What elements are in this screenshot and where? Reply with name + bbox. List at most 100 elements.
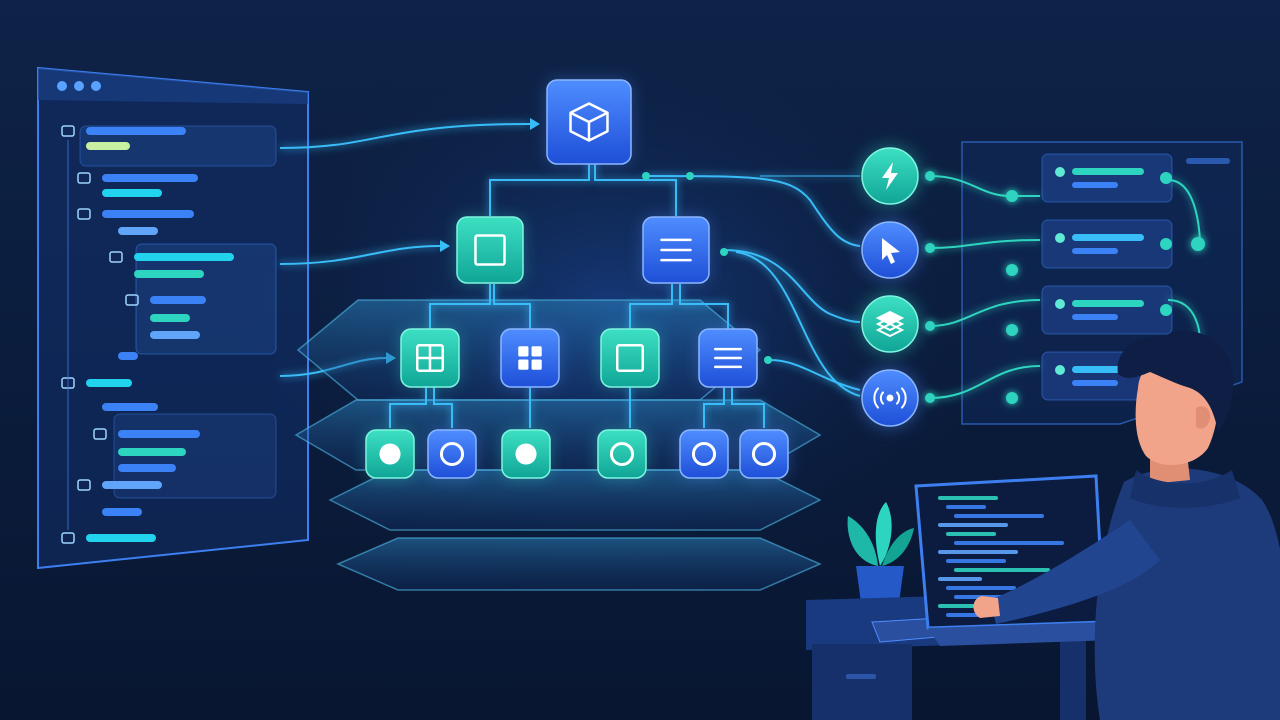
code-line bbox=[118, 430, 200, 438]
ear bbox=[1196, 406, 1211, 429]
window-dot-icon bbox=[57, 81, 67, 91]
card-line bbox=[1072, 300, 1144, 307]
laptop-code-line bbox=[954, 568, 1050, 572]
tree-edge bbox=[629, 284, 673, 330]
broadcast-wave bbox=[873, 387, 879, 409]
code-line bbox=[86, 534, 156, 542]
tree-edge bbox=[429, 284, 491, 330]
broadcast-wave bbox=[901, 387, 907, 409]
data-card bbox=[1041, 285, 1173, 335]
plant-leaf bbox=[882, 528, 914, 566]
code-line bbox=[118, 227, 158, 235]
hoodie-hood bbox=[1130, 470, 1240, 508]
brace-icon bbox=[109, 251, 123, 263]
data-card bbox=[1041, 219, 1173, 269]
node-body bbox=[739, 429, 789, 479]
window-dot-icon bbox=[74, 81, 84, 91]
node-body bbox=[500, 328, 560, 388]
code-line bbox=[86, 142, 130, 150]
cards-panel-titlebar-mark bbox=[1186, 158, 1230, 164]
laptop-code-line bbox=[954, 541, 1064, 545]
plant-leaf bbox=[875, 502, 892, 566]
ring-icon bbox=[609, 441, 635, 467]
brace-icon bbox=[77, 479, 91, 491]
connector-line bbox=[929, 365, 1041, 399]
card-status-dot bbox=[1055, 299, 1065, 309]
grid-icon bbox=[415, 343, 445, 373]
desk-drawer bbox=[812, 644, 912, 720]
ring-icon bbox=[751, 441, 777, 467]
tree-edge bbox=[433, 386, 453, 428]
ring-icon bbox=[691, 441, 717, 467]
card-line bbox=[1072, 248, 1118, 254]
node-body bbox=[679, 429, 729, 479]
card-line bbox=[1072, 380, 1118, 386]
developer-person bbox=[973, 330, 1280, 720]
platform-layer bbox=[336, 537, 822, 591]
node-body bbox=[600, 328, 660, 388]
connector-node bbox=[1191, 237, 1205, 251]
tree-node-level3 bbox=[739, 429, 789, 479]
card-connector-dot bbox=[1160, 304, 1172, 316]
cursor-icon bbox=[860, 220, 920, 280]
card-line bbox=[1072, 314, 1118, 320]
broadcast-wave bbox=[896, 391, 901, 405]
ring-icon bbox=[439, 441, 465, 467]
desk-leg bbox=[1060, 640, 1086, 720]
circle-icon bbox=[379, 443, 401, 465]
tree-connectors bbox=[389, 160, 765, 428]
code-editor-panel bbox=[37, 66, 309, 570]
card-line bbox=[1072, 234, 1144, 241]
laptop-code-line bbox=[938, 496, 998, 500]
tree-node-level3 bbox=[365, 429, 415, 479]
cursor-glyph bbox=[882, 238, 900, 264]
list-icon bbox=[713, 347, 743, 369]
integration-icons bbox=[860, 146, 920, 428]
brace-icon bbox=[77, 172, 91, 184]
code-panel-titlebar bbox=[38, 68, 308, 104]
brace-icon bbox=[77, 208, 91, 220]
connector-node bbox=[925, 321, 935, 331]
brace-icon bbox=[125, 294, 139, 306]
card-body bbox=[1041, 153, 1173, 203]
connector-node bbox=[925, 243, 935, 253]
square-icon bbox=[474, 234, 506, 266]
code-line bbox=[86, 379, 132, 387]
connector-line bbox=[769, 359, 861, 391]
code-line bbox=[134, 270, 204, 278]
connector-line bbox=[279, 245, 441, 265]
laptop-code-line bbox=[946, 505, 986, 509]
code-line bbox=[102, 403, 158, 411]
node-body bbox=[427, 429, 477, 479]
connector-node bbox=[642, 172, 650, 180]
plant-leaf bbox=[847, 516, 878, 566]
brace-icon bbox=[93, 428, 107, 440]
tree-edge bbox=[679, 284, 729, 330]
laptop-code-line bbox=[954, 514, 1044, 518]
code-line bbox=[118, 464, 176, 472]
code-line bbox=[150, 331, 200, 339]
connector-line bbox=[929, 299, 1041, 327]
node-body bbox=[597, 429, 647, 479]
code-block-highlight bbox=[79, 125, 277, 167]
layers-icon bbox=[860, 294, 920, 354]
connector-line bbox=[723, 249, 861, 323]
platform-layer bbox=[328, 469, 822, 531]
tree-edge bbox=[493, 284, 531, 330]
connector-line bbox=[279, 123, 531, 149]
tree-edge bbox=[489, 160, 590, 216]
connector-line bbox=[645, 175, 861, 247]
card-body bbox=[1041, 219, 1173, 269]
broadcast-dot bbox=[886, 394, 894, 402]
code-line bbox=[102, 508, 142, 516]
laptop-code-line bbox=[938, 550, 1018, 554]
arrow-head-icon bbox=[530, 118, 540, 130]
code-lines bbox=[61, 125, 234, 544]
connector-dots bbox=[642, 172, 772, 364]
laptop-code-line bbox=[938, 523, 1008, 527]
node-body bbox=[456, 216, 524, 284]
code-line bbox=[102, 210, 194, 218]
connector-node bbox=[1006, 264, 1018, 276]
code-line bbox=[150, 296, 206, 304]
code-line bbox=[102, 189, 162, 197]
